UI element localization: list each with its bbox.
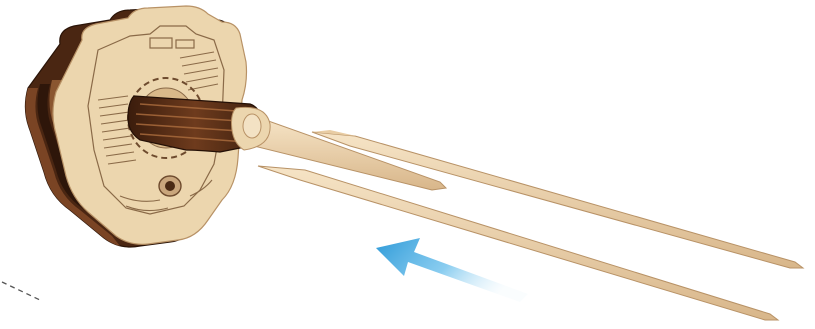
direction-arrow (376, 238, 528, 302)
dashed-guide-line (2, 282, 40, 300)
